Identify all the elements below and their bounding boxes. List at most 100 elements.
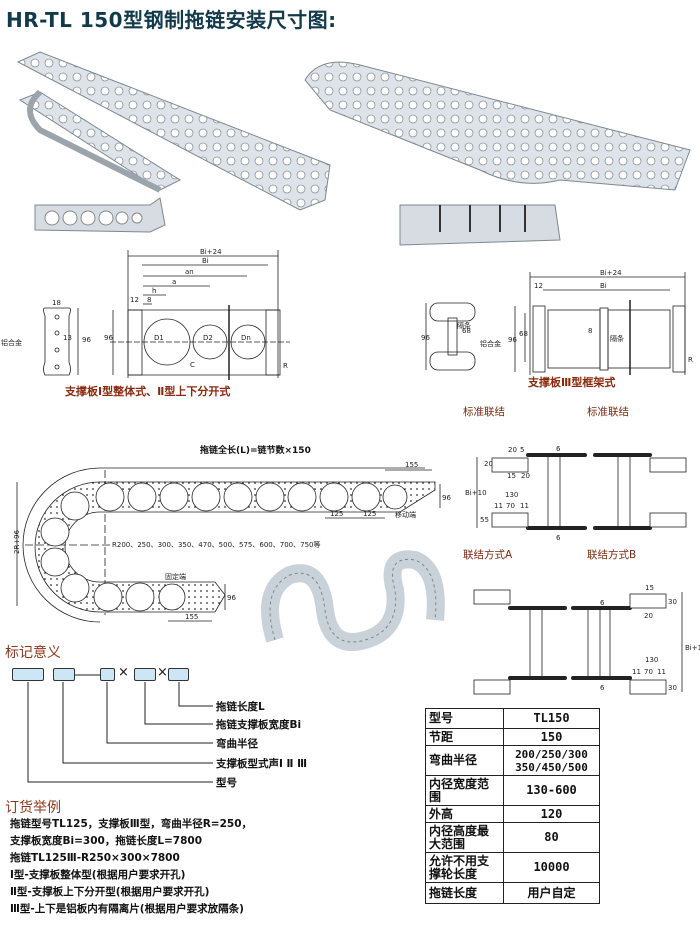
d1-label: D1 xyxy=(154,334,164,342)
d2-label: D2 xyxy=(203,334,213,342)
order-line: Ⅲ型-上下是铝板内有隔离片(根据用户要求放隔条) xyxy=(10,903,244,915)
dim-a5: 5 xyxy=(520,446,524,454)
spec-key: 内径宽度范围 xyxy=(425,775,504,806)
dim-bi: Bi xyxy=(202,257,209,265)
order-line: 拖链TL125Ⅲ-R250×300×7800 xyxy=(10,852,180,864)
dim-8: 8 xyxy=(147,296,151,304)
spec-value: 10000 xyxy=(503,852,600,883)
dim-bi115: Bi+115 xyxy=(685,644,700,652)
spec-key: 弯曲半径 xyxy=(425,745,504,776)
dim-h: h xyxy=(152,287,156,295)
dim-a130: 130 xyxy=(505,491,518,499)
dim-8: 8 xyxy=(588,327,592,335)
spec-value: 用户自定 xyxy=(503,882,600,904)
radius-box xyxy=(100,668,115,681)
dim-155-bottom: 155 xyxy=(185,613,198,621)
dim-bi24: Bi+24 xyxy=(600,269,622,277)
support-plate-type1-diagram xyxy=(43,250,290,380)
spec-value: 200/250/300 350/450/500 xyxy=(503,745,600,776)
spec-value: TL150 xyxy=(503,708,600,729)
dim-155-top: 155 xyxy=(405,461,418,469)
alloy-label: 铝合金 xyxy=(480,339,501,348)
dim-96b: 96 xyxy=(508,336,517,344)
spec-key: 允许不用支撑轮长度 xyxy=(425,852,504,883)
dim-bi24: Bi+24 xyxy=(200,248,222,256)
legend-label-radius: 弯曲半径 xyxy=(216,738,258,750)
dim-18: 18 xyxy=(52,299,61,307)
order-line: 支撑板宽度Bi=300，拖链长度L=7800 xyxy=(10,835,203,847)
dim-b130: 130 xyxy=(645,656,658,664)
legend-heading: 标记意义 xyxy=(5,645,61,661)
standard-connection-label-2: 标准联结 xyxy=(587,406,629,418)
dim-96-top: 96 xyxy=(442,494,451,502)
dim-an: an xyxy=(185,268,194,276)
type3-caption: 支撑板Ⅲ型框架式 xyxy=(528,376,616,389)
dim-a: a xyxy=(172,278,176,286)
times-sign-1: × xyxy=(118,665,129,680)
dim-b6b: 6 xyxy=(600,684,605,692)
separator-label-2: 隔条 xyxy=(610,334,624,343)
dim-b15: 15 xyxy=(645,584,654,592)
legend-label-model: 型号 xyxy=(216,777,237,789)
s-chain-photo xyxy=(261,550,445,651)
dim-a15: 15 xyxy=(507,472,516,480)
type12-caption: 支撑板Ⅰ型整体式、Ⅱ型上下分开式 xyxy=(65,385,231,398)
model-box xyxy=(12,668,44,681)
chain-side-diagram xyxy=(16,467,441,623)
spec-key: 拖链长度 xyxy=(425,882,504,904)
dim-a20b: 20 xyxy=(484,460,493,468)
spec-key: 节距 xyxy=(425,728,504,746)
support-plate-type3-diagram xyxy=(425,272,686,375)
spec-key: 型号 xyxy=(425,708,504,729)
dim-12: 12 xyxy=(130,296,139,304)
alloy-label: 铝合金 xyxy=(1,338,22,347)
length-box xyxy=(168,668,189,681)
dim-a70: 70 xyxy=(506,502,515,510)
fixed-end-label: 固定端 xyxy=(165,572,186,581)
order-line: 拖链型号TL125，支撑板Ⅲ型，弯曲半径R=250， xyxy=(10,818,252,830)
moving-end-label: 移动端 xyxy=(395,510,416,519)
order-line: Ⅱ型-支撑板上下分开型(根据用户要求开孔) xyxy=(10,886,210,898)
dim-bi: Bi xyxy=(600,282,607,290)
pitch-125-b: 125 xyxy=(363,510,376,518)
dim-a6b: 6 xyxy=(556,534,561,542)
dim-12: 12 xyxy=(534,282,543,290)
dim-b30: 30 xyxy=(668,598,677,606)
order-line: Ⅰ型-支撑板整体型(根据用户要求开孔) xyxy=(10,869,186,881)
connection-diagrams xyxy=(473,453,687,695)
legend-label-type: 支撑板型式声Ⅰ Ⅱ Ⅲ xyxy=(216,758,308,770)
spec-value: 150 xyxy=(503,728,600,746)
dim-96b: 96 xyxy=(104,334,113,342)
spec-value: 80 xyxy=(503,822,600,853)
chain-photo-left xyxy=(16,51,331,211)
spec-key: 外高 xyxy=(425,805,504,823)
legend-label-length: 拖链长度L xyxy=(216,701,265,713)
spec-key: 内径高度最大范围 xyxy=(425,822,504,853)
dn-label: Dn xyxy=(241,334,251,342)
dim-68b: 68 xyxy=(519,330,528,338)
r-label: R xyxy=(688,356,693,364)
dim-b6: 6 xyxy=(600,599,605,607)
chain-photo-right xyxy=(304,61,691,246)
dim-a11: 11 xyxy=(494,502,503,510)
chain-length-formula: 拖链全长(L)=链节数×150 xyxy=(200,446,311,456)
order-example-heading: 订货举例 xyxy=(5,800,61,816)
dim-b20: 20 xyxy=(644,612,653,620)
dim-b11: 11 xyxy=(632,668,641,676)
table-row: 拖链长度用户自定 xyxy=(425,882,600,904)
dim-a11b: 11 xyxy=(520,502,529,510)
connection-b-label: 联结方式B xyxy=(587,549,637,561)
dim-a20: 20 xyxy=(508,446,517,454)
radius-list: R200、250、300、350、470、500、575、600、700、750… xyxy=(112,540,320,549)
dim-68: 68 xyxy=(462,327,471,335)
support-plate-photo xyxy=(34,197,166,233)
dim-96: 96 xyxy=(421,334,430,342)
